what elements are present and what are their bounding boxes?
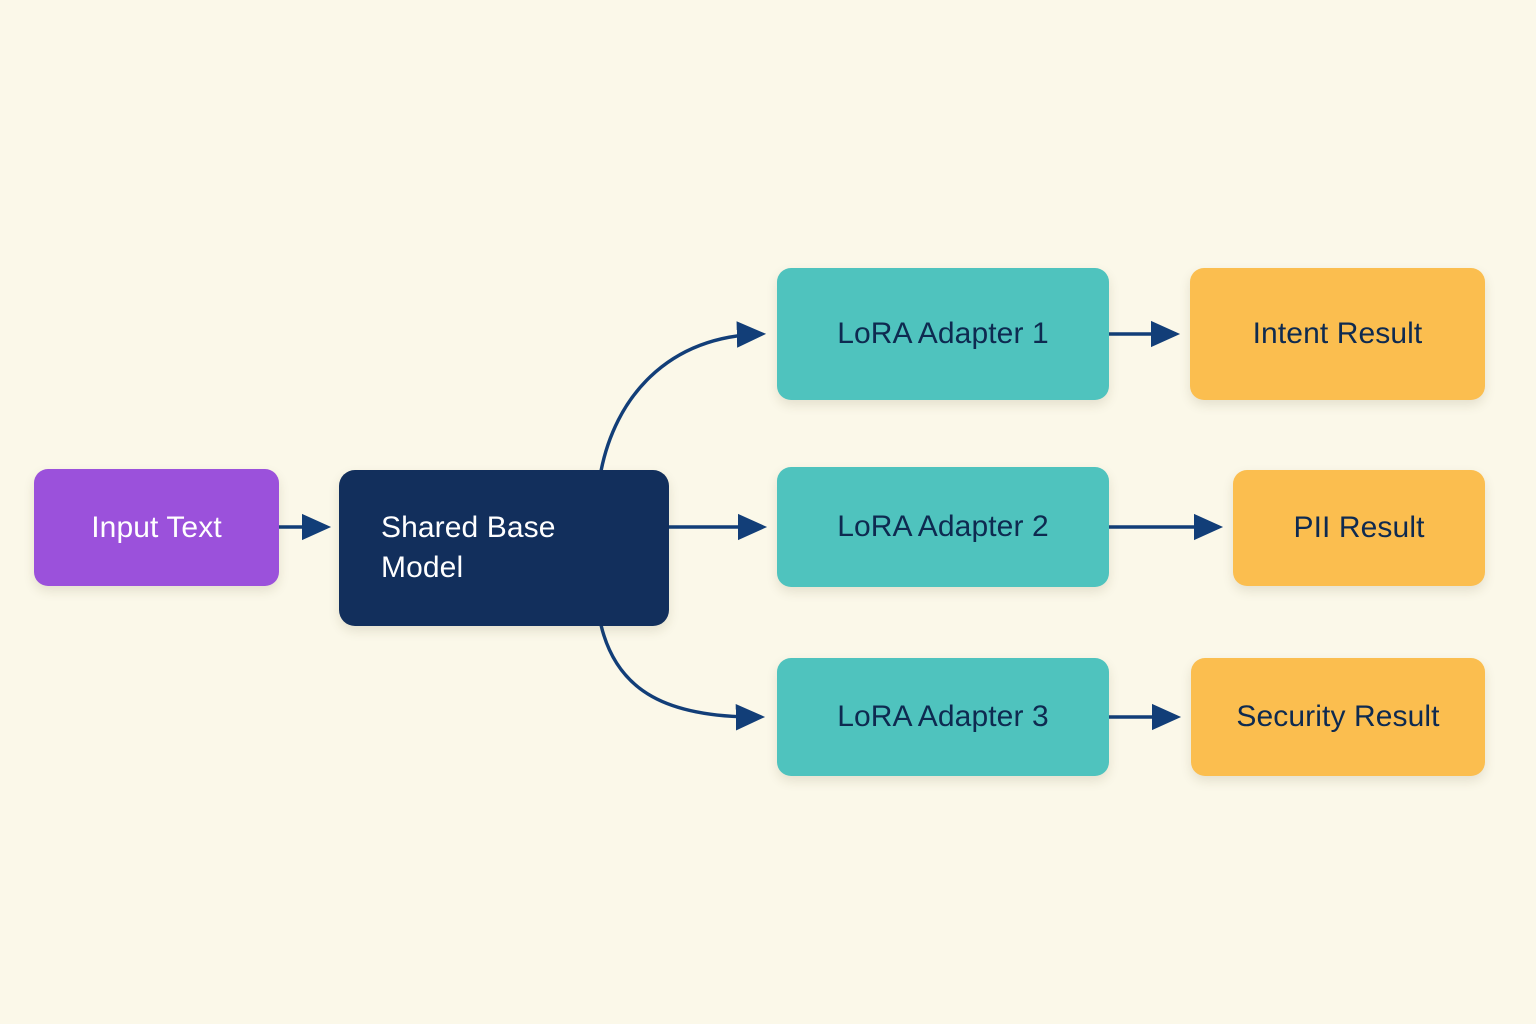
node-intent-result[interactable]: Intent Result [1190,268,1485,400]
node-intent-result-label: Intent Result [1252,317,1423,351]
node-pii-result[interactable]: PII Result [1233,470,1485,586]
node-lora-adapter-2[interactable]: LoRA Adapter 2 [777,467,1109,587]
node-input-text-label: Input Text [91,510,222,544]
node-lora-adapter-1[interactable]: LoRA Adapter 1 [777,268,1109,400]
node-security-result[interactable]: Security Result [1191,658,1485,776]
node-lora-adapter-3-label: LoRA Adapter 3 [837,700,1049,734]
edge-base-to-adapter-3 [599,624,766,731]
node-security-result-label: Security Result [1236,700,1440,734]
node-shared-base-model-label: Shared Base Model [381,511,556,584]
node-input-text[interactable]: Input Text [34,469,279,586]
node-shared-base-model[interactable]: Shared Base Model [339,470,669,626]
node-pii-result-label: PII Result [1293,511,1425,545]
node-lora-adapter-2-label: LoRA Adapter 2 [837,510,1049,544]
edge-base-to-adapter-1 [599,321,767,472]
node-lora-adapter-3[interactable]: LoRA Adapter 3 [777,658,1109,776]
node-lora-adapter-1-label: LoRA Adapter 1 [837,317,1049,351]
